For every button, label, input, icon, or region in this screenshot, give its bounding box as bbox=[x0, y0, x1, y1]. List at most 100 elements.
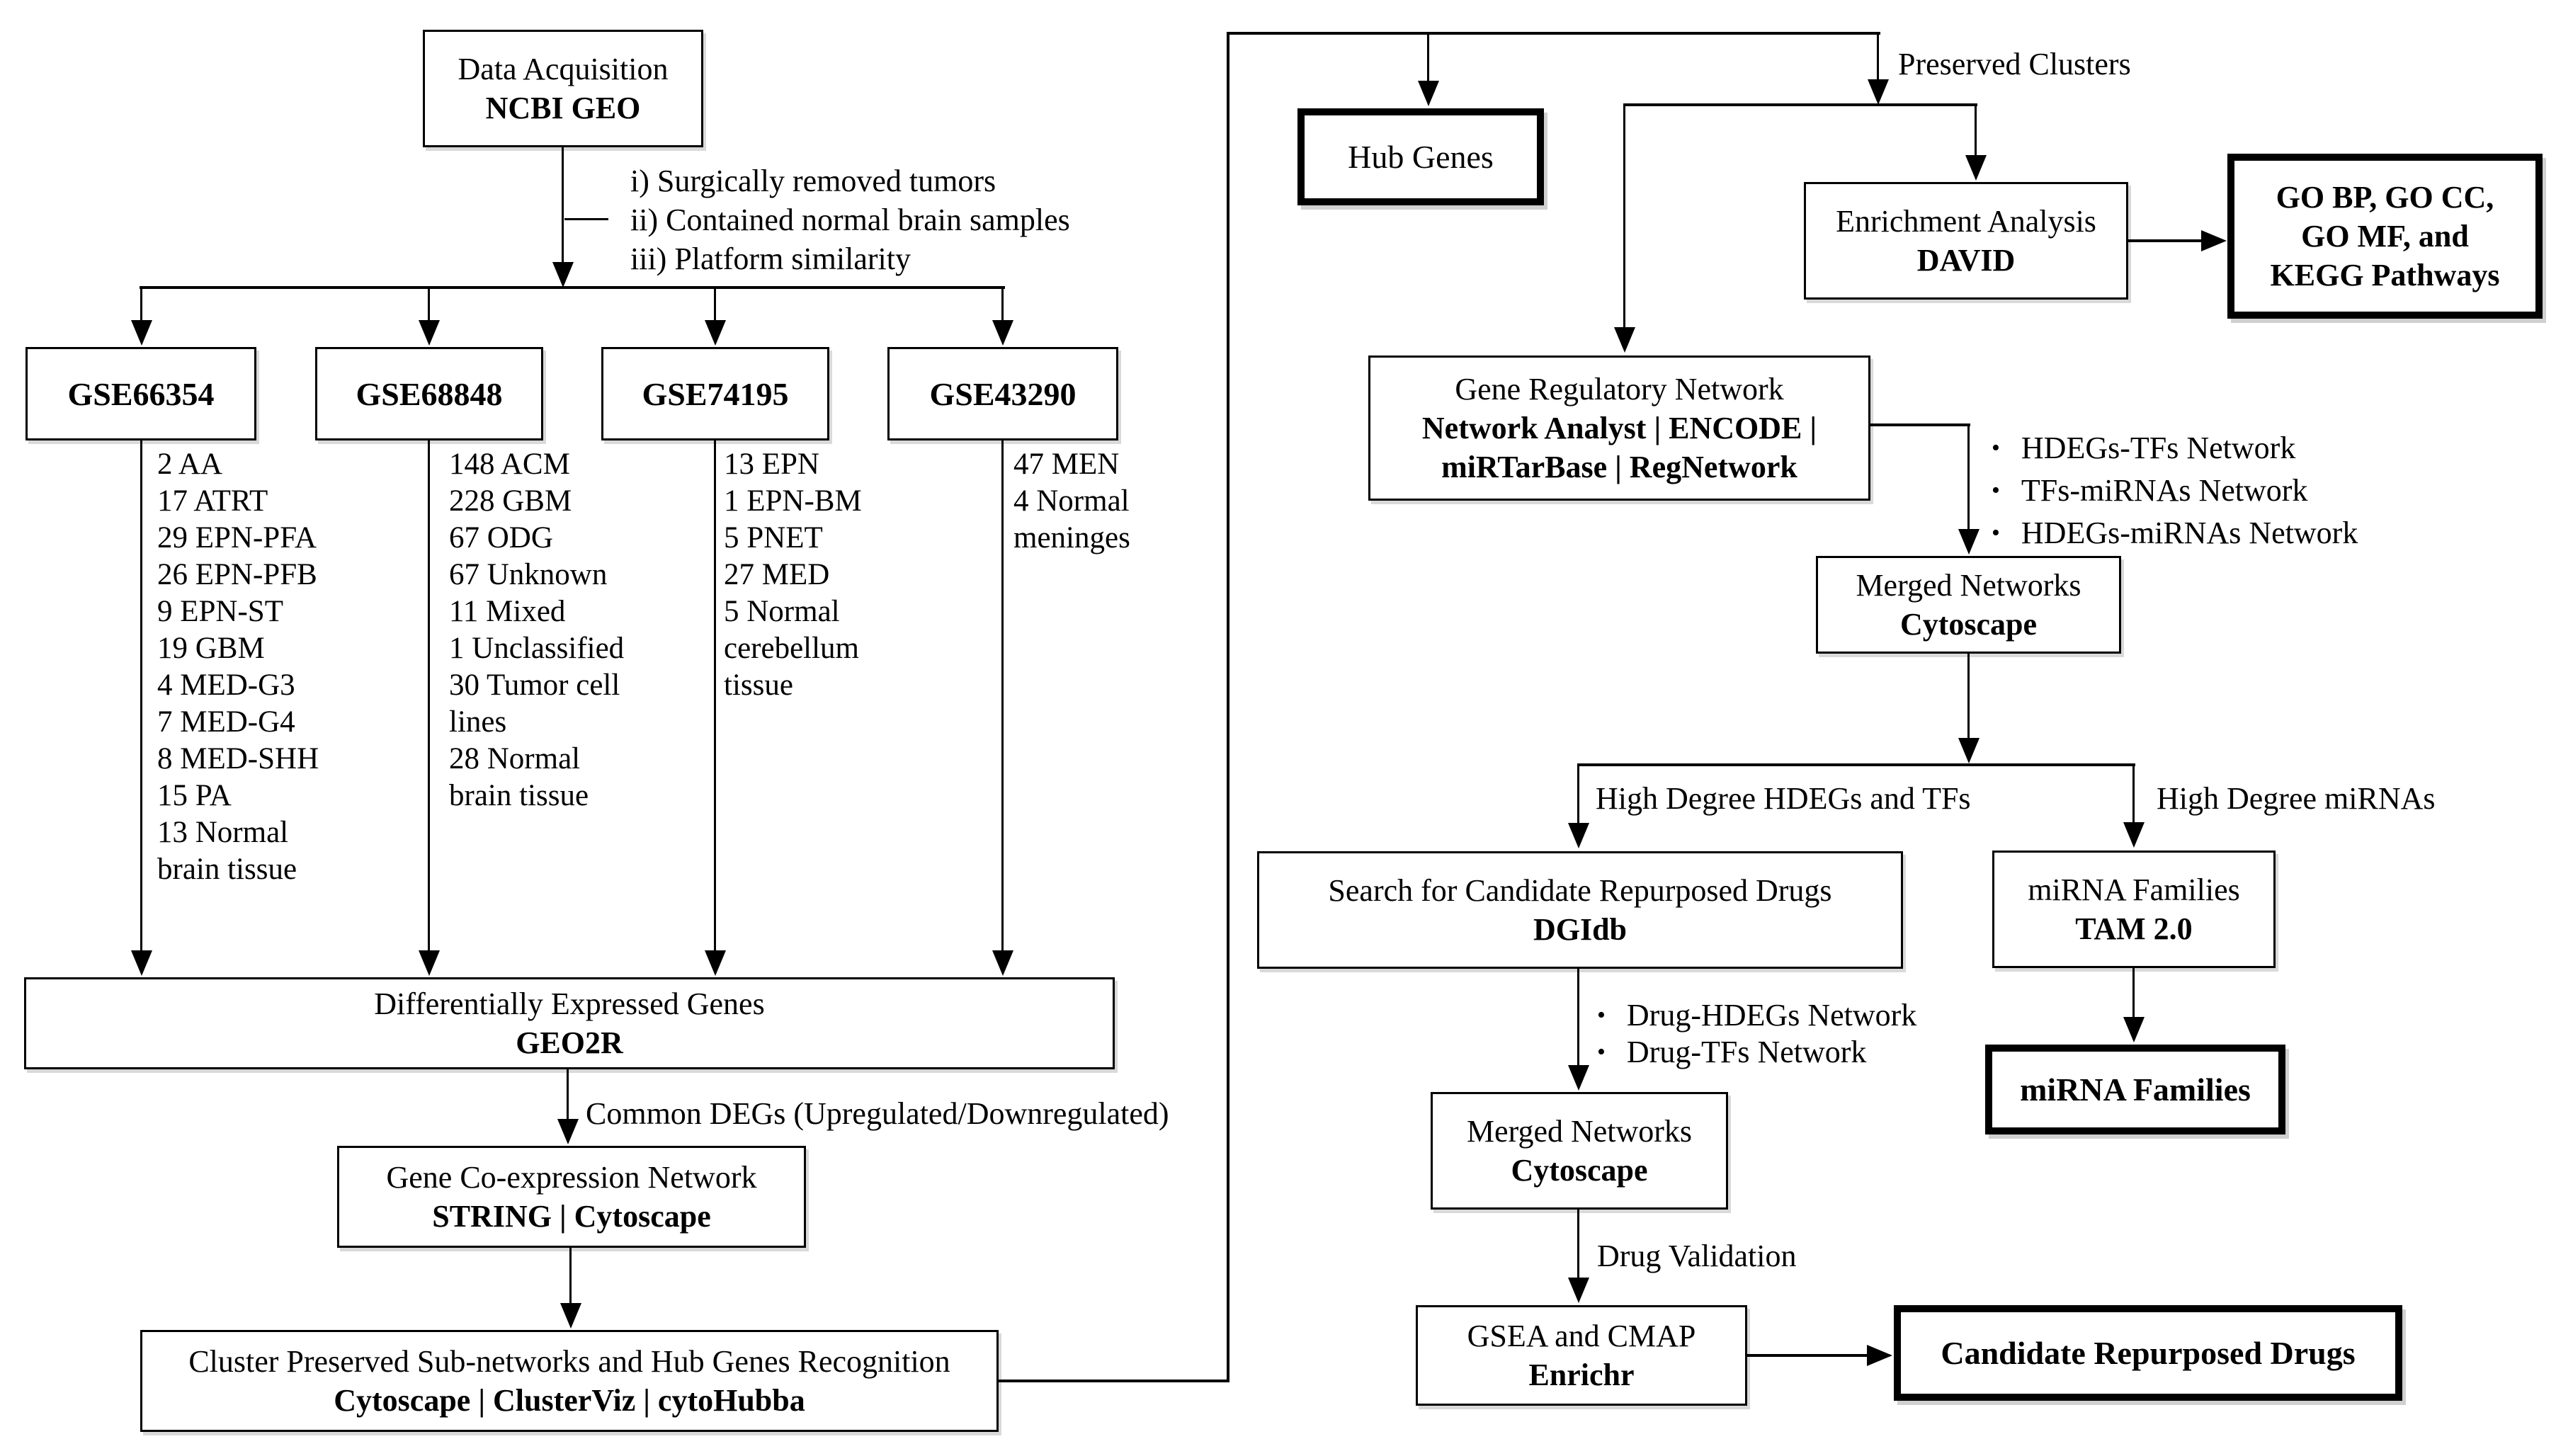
sample-item: 5 PNET bbox=[724, 521, 823, 554]
bullet-row: • Drug-HDEGs Network bbox=[1597, 997, 1916, 1034]
go-kegg-line2: GO MF, and bbox=[2301, 219, 2469, 254]
merged2-title: Merged Networks bbox=[1466, 1114, 1693, 1149]
go-kegg-line3: KEGG Pathways bbox=[2270, 258, 2500, 292]
edge-gse68848-stem bbox=[428, 289, 430, 322]
coexpression-tools: STRING | Cytoscape bbox=[432, 1199, 711, 1234]
dgidb-tool: DGIdb bbox=[1533, 912, 1628, 947]
sample-item: 1 EPN-BM bbox=[724, 484, 862, 518]
gse74195-title: GSE74195 bbox=[642, 375, 789, 412]
edge-tam-families bbox=[2132, 968, 2135, 1017]
merged1-tool: Cytoscape bbox=[1899, 607, 2038, 642]
edge-gsea-candidate bbox=[1747, 1354, 1870, 1357]
bullet-text: Drug-TFs Network bbox=[1626, 1035, 1867, 1069]
sample-list-gse74195: 13 EPN 1 EPN-BM 5 PNET 27 MED 5 Normal c… bbox=[724, 446, 862, 704]
arrow-tam-icon bbox=[2123, 822, 2145, 848]
bullet-icon: • bbox=[1992, 435, 2000, 461]
sample-item: 29 EPN-PFA bbox=[157, 521, 317, 554]
gsea-title: GSEA and CMAP bbox=[1467, 1319, 1696, 1353]
label-high-degree-mirnas: High Degree miRNAs bbox=[2157, 781, 2436, 816]
sample-item: lines bbox=[449, 705, 507, 739]
box-cluster: Cluster Preserved Sub-networks and Hub G… bbox=[140, 1330, 999, 1432]
edge-merged1-split bbox=[1967, 654, 1970, 739]
edge-degree-split bbox=[1577, 763, 2135, 766]
arrow-preserved-icon bbox=[1868, 79, 1889, 105]
sample-item: 26 EPN-PFB bbox=[157, 558, 317, 591]
arrow-gse74195-icon bbox=[705, 320, 726, 346]
arrow-deg-3-icon bbox=[705, 950, 726, 976]
box-enrichment: Enrichment Analysis DAVID bbox=[1804, 182, 2128, 300]
sample-item: cerebellum bbox=[724, 632, 860, 665]
sample-item: 2 AA bbox=[157, 448, 222, 481]
box-dgidb: Search for Candidate Repurposed Drugs DG… bbox=[1257, 851, 1903, 969]
bullets-grn-outputs: • HDEGs-TFs Network • TFs-miRNAs Network… bbox=[1992, 430, 2358, 557]
grn-tools-line2: miRTarBase | RegNetwork bbox=[1441, 450, 1797, 484]
box-tam: miRNA Families TAM 2.0 bbox=[1992, 851, 2276, 968]
merged2-tool: Cytoscape bbox=[1511, 1153, 1648, 1188]
edge-grn-out bbox=[1870, 423, 1970, 426]
arrow-gse68848-icon bbox=[419, 320, 440, 346]
box-gse43290: GSE43290 bbox=[887, 347, 1118, 440]
edge-grn-stem bbox=[1623, 106, 1625, 327]
arrow-dgidb-icon bbox=[1568, 823, 1589, 848]
bullet-text: HDEGs-miRNAs Network bbox=[2021, 516, 2358, 550]
sample-list-gse66354: 2 AA 17 ATRT 29 EPN-PFA 26 EPN-PFB 9 EPN… bbox=[157, 446, 319, 888]
data-acquisition-title: Data Acquisition bbox=[458, 52, 669, 86]
box-merged1: Merged Networks Cytoscape bbox=[1816, 556, 2121, 654]
bullet-text: TFs-miRNAs Network bbox=[2021, 473, 2308, 508]
label-preserved-clusters: Preserved Clusters bbox=[1898, 47, 2131, 81]
sample-item: 7 MED-G4 bbox=[157, 705, 295, 739]
bullet-row: • HDEGs-TFs Network bbox=[1992, 430, 2358, 472]
criteria-item: i) Surgically removed tumors bbox=[630, 164, 996, 198]
edge-hub-stem bbox=[1427, 35, 1429, 81]
sample-item: 9 EPN-ST bbox=[157, 595, 283, 628]
sample-item: 1 Unclassified bbox=[449, 632, 625, 665]
sample-item: 47 MEN bbox=[1013, 448, 1120, 481]
edge-cluster-trunk bbox=[999, 1380, 1229, 1382]
box-gse68848: GSE68848 bbox=[315, 347, 543, 440]
sample-item: 4 Normal bbox=[1013, 484, 1130, 518]
gse66354-title: GSE66354 bbox=[67, 375, 215, 412]
sample-item: 148 ACM bbox=[449, 448, 570, 481]
sample-item: 27 MED bbox=[724, 558, 830, 591]
box-candidate-drugs: Candidate Repurposed Drugs bbox=[1894, 1305, 2402, 1401]
gse43290-title: GSE43290 bbox=[929, 375, 1077, 412]
sample-item: 19 GBM bbox=[157, 632, 265, 665]
go-kegg-line1: GO BP, GO CC, bbox=[2276, 180, 2494, 215]
arrow-candidate-icon bbox=[1867, 1345, 1892, 1366]
merged1-title: Merged Networks bbox=[1856, 568, 2081, 603]
arrow-deg-1-icon bbox=[131, 950, 152, 976]
sample-item: 28 Normal bbox=[449, 742, 581, 775]
arrow-merged2-icon bbox=[1568, 1065, 1589, 1091]
bullet-row: • Drug-TFs Network bbox=[1597, 1034, 1916, 1071]
enrichment-title: Enrichment Analysis bbox=[1836, 204, 2096, 239]
box-merged2: Merged Networks Cytoscape bbox=[1431, 1092, 1728, 1210]
bullet-icon: • bbox=[1597, 1039, 1606, 1065]
box-gsea: GSEA and CMAP Enrichr bbox=[1416, 1305, 1747, 1406]
bullet-row: • HDEGs-miRNAs Network bbox=[1992, 515, 2358, 557]
criteria-item: ii) Contained normal brain samples bbox=[630, 203, 1070, 237]
edge-merged2-gsea bbox=[1577, 1210, 1579, 1278]
edge-gse74195-stem bbox=[714, 289, 716, 322]
dgidb-title: Search for Candidate Repurposed Drugs bbox=[1328, 873, 1832, 908]
bullet-text: Drug-HDEGs Network bbox=[1626, 998, 1917, 1033]
arrow-deg-4-icon bbox=[992, 950, 1013, 976]
box-gse66354: GSE66354 bbox=[25, 347, 256, 440]
sample-item: 67 ODG bbox=[449, 521, 553, 554]
arrow-enrichment-icon bbox=[1965, 155, 1987, 181]
arrow-deg-2-icon bbox=[419, 950, 440, 976]
box-coexpression: Gene Co-expression Network STRING | Cyto… bbox=[337, 1146, 806, 1248]
sample-item: 30 Tumor cell bbox=[449, 669, 620, 702]
box-gse74195: GSE74195 bbox=[601, 347, 829, 440]
grn-tools-line1: Network Analyst | ENCODE | bbox=[1421, 411, 1817, 445]
bullet-row: • TFs-miRNAs Network bbox=[1992, 472, 2358, 515]
edge-gse74195-deg bbox=[714, 440, 716, 950]
arrow-gsea-icon bbox=[1568, 1278, 1589, 1303]
box-mirna-families: miRNA Families bbox=[1985, 1045, 2285, 1134]
criteria-list: i) Surgically removed tumors ii) Contain… bbox=[630, 161, 1070, 278]
edge-enrichment-stem bbox=[1975, 106, 1977, 155]
bullet-icon: • bbox=[1597, 1002, 1606, 1028]
edge-splitter bbox=[140, 286, 1005, 289]
sample-item: 67 Unknown bbox=[449, 558, 608, 591]
edge-gse68848-deg bbox=[428, 440, 430, 950]
arrow-grn-icon bbox=[1614, 327, 1635, 353]
